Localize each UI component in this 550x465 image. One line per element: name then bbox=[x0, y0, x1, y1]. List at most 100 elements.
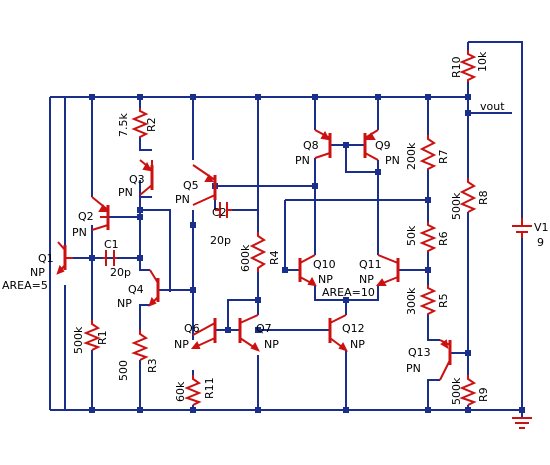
node bbox=[137, 407, 143, 413]
transistor-q12-symbol bbox=[328, 314, 348, 352]
r9-ref-label: R9 bbox=[477, 387, 490, 402]
resistor-r1-symbol bbox=[83, 320, 101, 351]
node bbox=[89, 94, 95, 100]
wire-r5-q13 bbox=[427, 315, 440, 341]
node-dots bbox=[89, 94, 525, 413]
voltage-source-v1-symbol bbox=[512, 218, 532, 238]
r5-ref-label: R5 bbox=[437, 293, 450, 308]
r8-ref-label: R8 bbox=[477, 190, 490, 205]
node bbox=[425, 267, 431, 273]
wire-q10-base bbox=[284, 200, 300, 271]
resistor-r3-symbol bbox=[131, 330, 149, 361]
node bbox=[465, 350, 471, 356]
transistor-q3-symbol bbox=[139, 159, 154, 196]
node bbox=[312, 94, 318, 100]
node bbox=[425, 197, 431, 203]
r6-value-label: 50k bbox=[405, 225, 418, 246]
transistor-q10-symbol bbox=[298, 254, 317, 287]
q4-type-label: NP bbox=[117, 297, 132, 310]
node bbox=[190, 94, 196, 100]
transistor-q5-symbol bbox=[192, 164, 217, 206]
resistor-r2-symbol bbox=[131, 108, 149, 138]
resistor-r7-symbol bbox=[419, 135, 437, 170]
resistor-r10-symbol bbox=[459, 50, 477, 82]
node bbox=[312, 183, 318, 189]
q9-ref-label: Q9 bbox=[375, 139, 391, 152]
node bbox=[190, 407, 196, 413]
c2-value-label: 20p bbox=[210, 234, 231, 247]
q8-ref-label: Q8 bbox=[303, 139, 319, 152]
q1-type-label: NP bbox=[30, 266, 45, 279]
c1-value-label: 20p bbox=[110, 266, 131, 279]
r3-ref-label: R3 bbox=[146, 358, 159, 373]
q7-ref-label: Q7 bbox=[256, 322, 272, 335]
r11-value-label: 60k bbox=[174, 381, 187, 402]
node bbox=[137, 214, 143, 220]
node bbox=[225, 327, 231, 333]
wire-q7-bias bbox=[227, 299, 258, 330]
q12-ref-label: Q12 bbox=[342, 322, 365, 335]
node bbox=[255, 297, 261, 303]
node bbox=[255, 327, 261, 333]
q6-ref-label: Q6 bbox=[184, 322, 200, 335]
q5-type-label: PN bbox=[175, 193, 190, 206]
r2-value-label: 7.5k bbox=[117, 113, 130, 137]
node bbox=[343, 297, 349, 303]
transistor-q2-symbol bbox=[91, 196, 110, 231]
node bbox=[282, 267, 288, 273]
r1-ref-label: R1 bbox=[96, 330, 109, 345]
r11-ref-label: R11 bbox=[203, 377, 216, 399]
node bbox=[137, 255, 143, 261]
r3-value-label: 500 bbox=[117, 360, 130, 381]
resistor-r8-symbol bbox=[459, 178, 477, 213]
node bbox=[255, 94, 261, 100]
q11-area-label: AREA=10 bbox=[322, 286, 375, 299]
vout-net-label: vout bbox=[480, 100, 505, 113]
transistor-q9-symbol bbox=[363, 129, 379, 161]
wire-q13-gnd bbox=[427, 379, 440, 410]
r7-value-label: 200k bbox=[405, 142, 418, 170]
resistor-r6-symbol bbox=[419, 222, 437, 252]
node bbox=[137, 207, 143, 213]
transistor-q1-symbol bbox=[56, 241, 73, 275]
q3-ref-label: Q3 bbox=[129, 173, 145, 186]
q1-area-label: AREA=5 bbox=[2, 279, 48, 292]
q3-type-label: PN bbox=[118, 186, 133, 199]
node bbox=[343, 407, 349, 413]
q1-ref-label: Q1 bbox=[38, 252, 54, 265]
q7-type-label: NP bbox=[264, 338, 279, 351]
resistor-r9-symbol bbox=[459, 375, 477, 406]
transistor-q4-symbol bbox=[148, 269, 160, 307]
q4-ref-label: Q4 bbox=[128, 283, 144, 296]
resistor-r11-symbol bbox=[184, 375, 202, 406]
transistor-q8-symbol bbox=[314, 129, 332, 159]
r5-value-label: 300k bbox=[405, 287, 418, 315]
r10-value-label: 10k bbox=[476, 51, 489, 72]
wire-r2-q3 bbox=[139, 138, 152, 151]
wire-q5-base-link bbox=[140, 209, 171, 292]
wire-q4-collector bbox=[139, 258, 150, 271]
transistor-q7-symbol bbox=[238, 314, 260, 352]
node bbox=[89, 255, 95, 261]
q2-ref-label: Q2 bbox=[78, 210, 94, 223]
q10-type-label: NP bbox=[318, 273, 333, 286]
q6-type-label: NP bbox=[174, 338, 189, 351]
c2-ref-label: C2 bbox=[212, 206, 227, 219]
components bbox=[56, 50, 532, 429]
node bbox=[190, 287, 196, 293]
r4-value-label: 600k bbox=[239, 244, 252, 272]
ground-symbol bbox=[512, 417, 532, 429]
capacitor-c2-symbol bbox=[215, 202, 232, 218]
node bbox=[137, 94, 143, 100]
r9-value-label: 500k bbox=[450, 377, 463, 405]
node bbox=[425, 407, 431, 413]
q13-type-label: PN bbox=[406, 362, 421, 375]
q10-ref-label: Q10 bbox=[313, 258, 336, 271]
v1-ref-label: V1 bbox=[534, 221, 549, 234]
node bbox=[519, 407, 525, 413]
transistor-q6-symbol bbox=[190, 318, 217, 349]
wire-supply-top bbox=[468, 41, 523, 218]
node bbox=[255, 407, 261, 413]
transistor-q11-symbol bbox=[375, 254, 400, 286]
